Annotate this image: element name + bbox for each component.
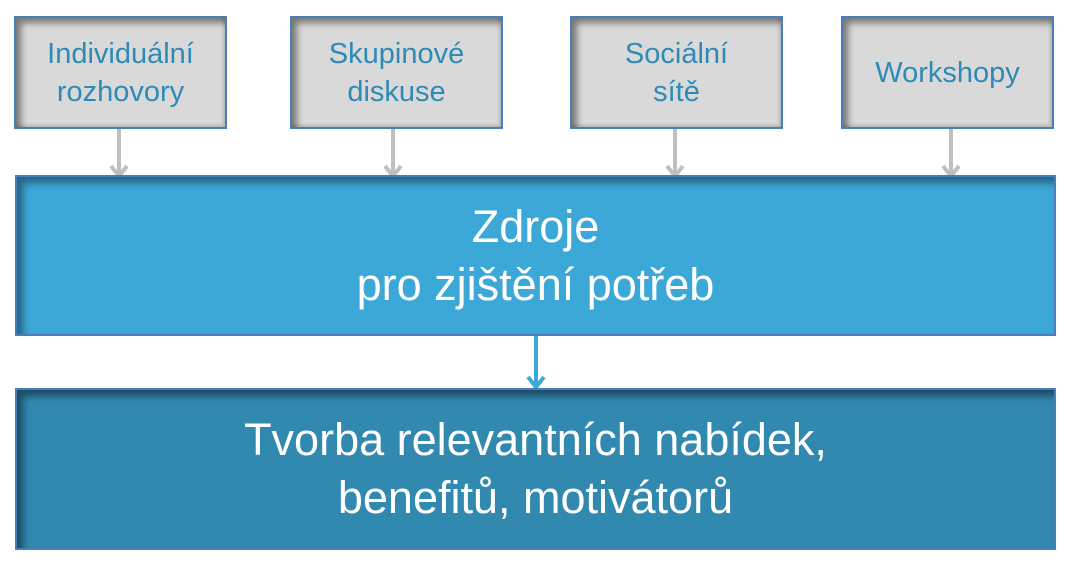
middle-line2: pro zjištění potřeb bbox=[356, 258, 715, 310]
source-label-line1: Skupinové bbox=[328, 37, 465, 70]
bottom-line2: benefitů, motivátorů bbox=[337, 472, 734, 523]
source-label-line1: Sociální bbox=[624, 37, 729, 70]
arrow-source-3 bbox=[665, 129, 685, 180]
source-label-line2: diskuse bbox=[347, 75, 446, 108]
source-box-group-discussions: Skupinové diskuse bbox=[290, 16, 503, 129]
arrow-source-4 bbox=[941, 129, 961, 180]
arrow-source-2 bbox=[383, 129, 403, 180]
source-box-workshops: Workshopy bbox=[841, 16, 1054, 129]
source-label-line2: sítě bbox=[653, 75, 700, 108]
source-label-line1: Workshopy bbox=[875, 56, 1020, 89]
arrow-middle-to-bottom bbox=[526, 336, 546, 391]
offers-creation-box: Tvorba relevantních nabídek, benefitů, mo… bbox=[15, 388, 1056, 550]
middle-line1: Zdroje bbox=[471, 200, 600, 252]
source-box-social-networks: Sociální sítě bbox=[570, 16, 783, 129]
source-label-line1: Individuální bbox=[47, 37, 194, 70]
arrow-source-1 bbox=[109, 129, 129, 180]
bottom-line1: Tvorba relevantních nabídek, bbox=[244, 414, 827, 465]
needs-sources-box: Zdroje pro zjištění potřeb bbox=[15, 175, 1056, 336]
source-label-line2: rozhovory bbox=[56, 75, 185, 108]
source-box-individual-interviews: Individuální rozhovory bbox=[14, 16, 227, 129]
